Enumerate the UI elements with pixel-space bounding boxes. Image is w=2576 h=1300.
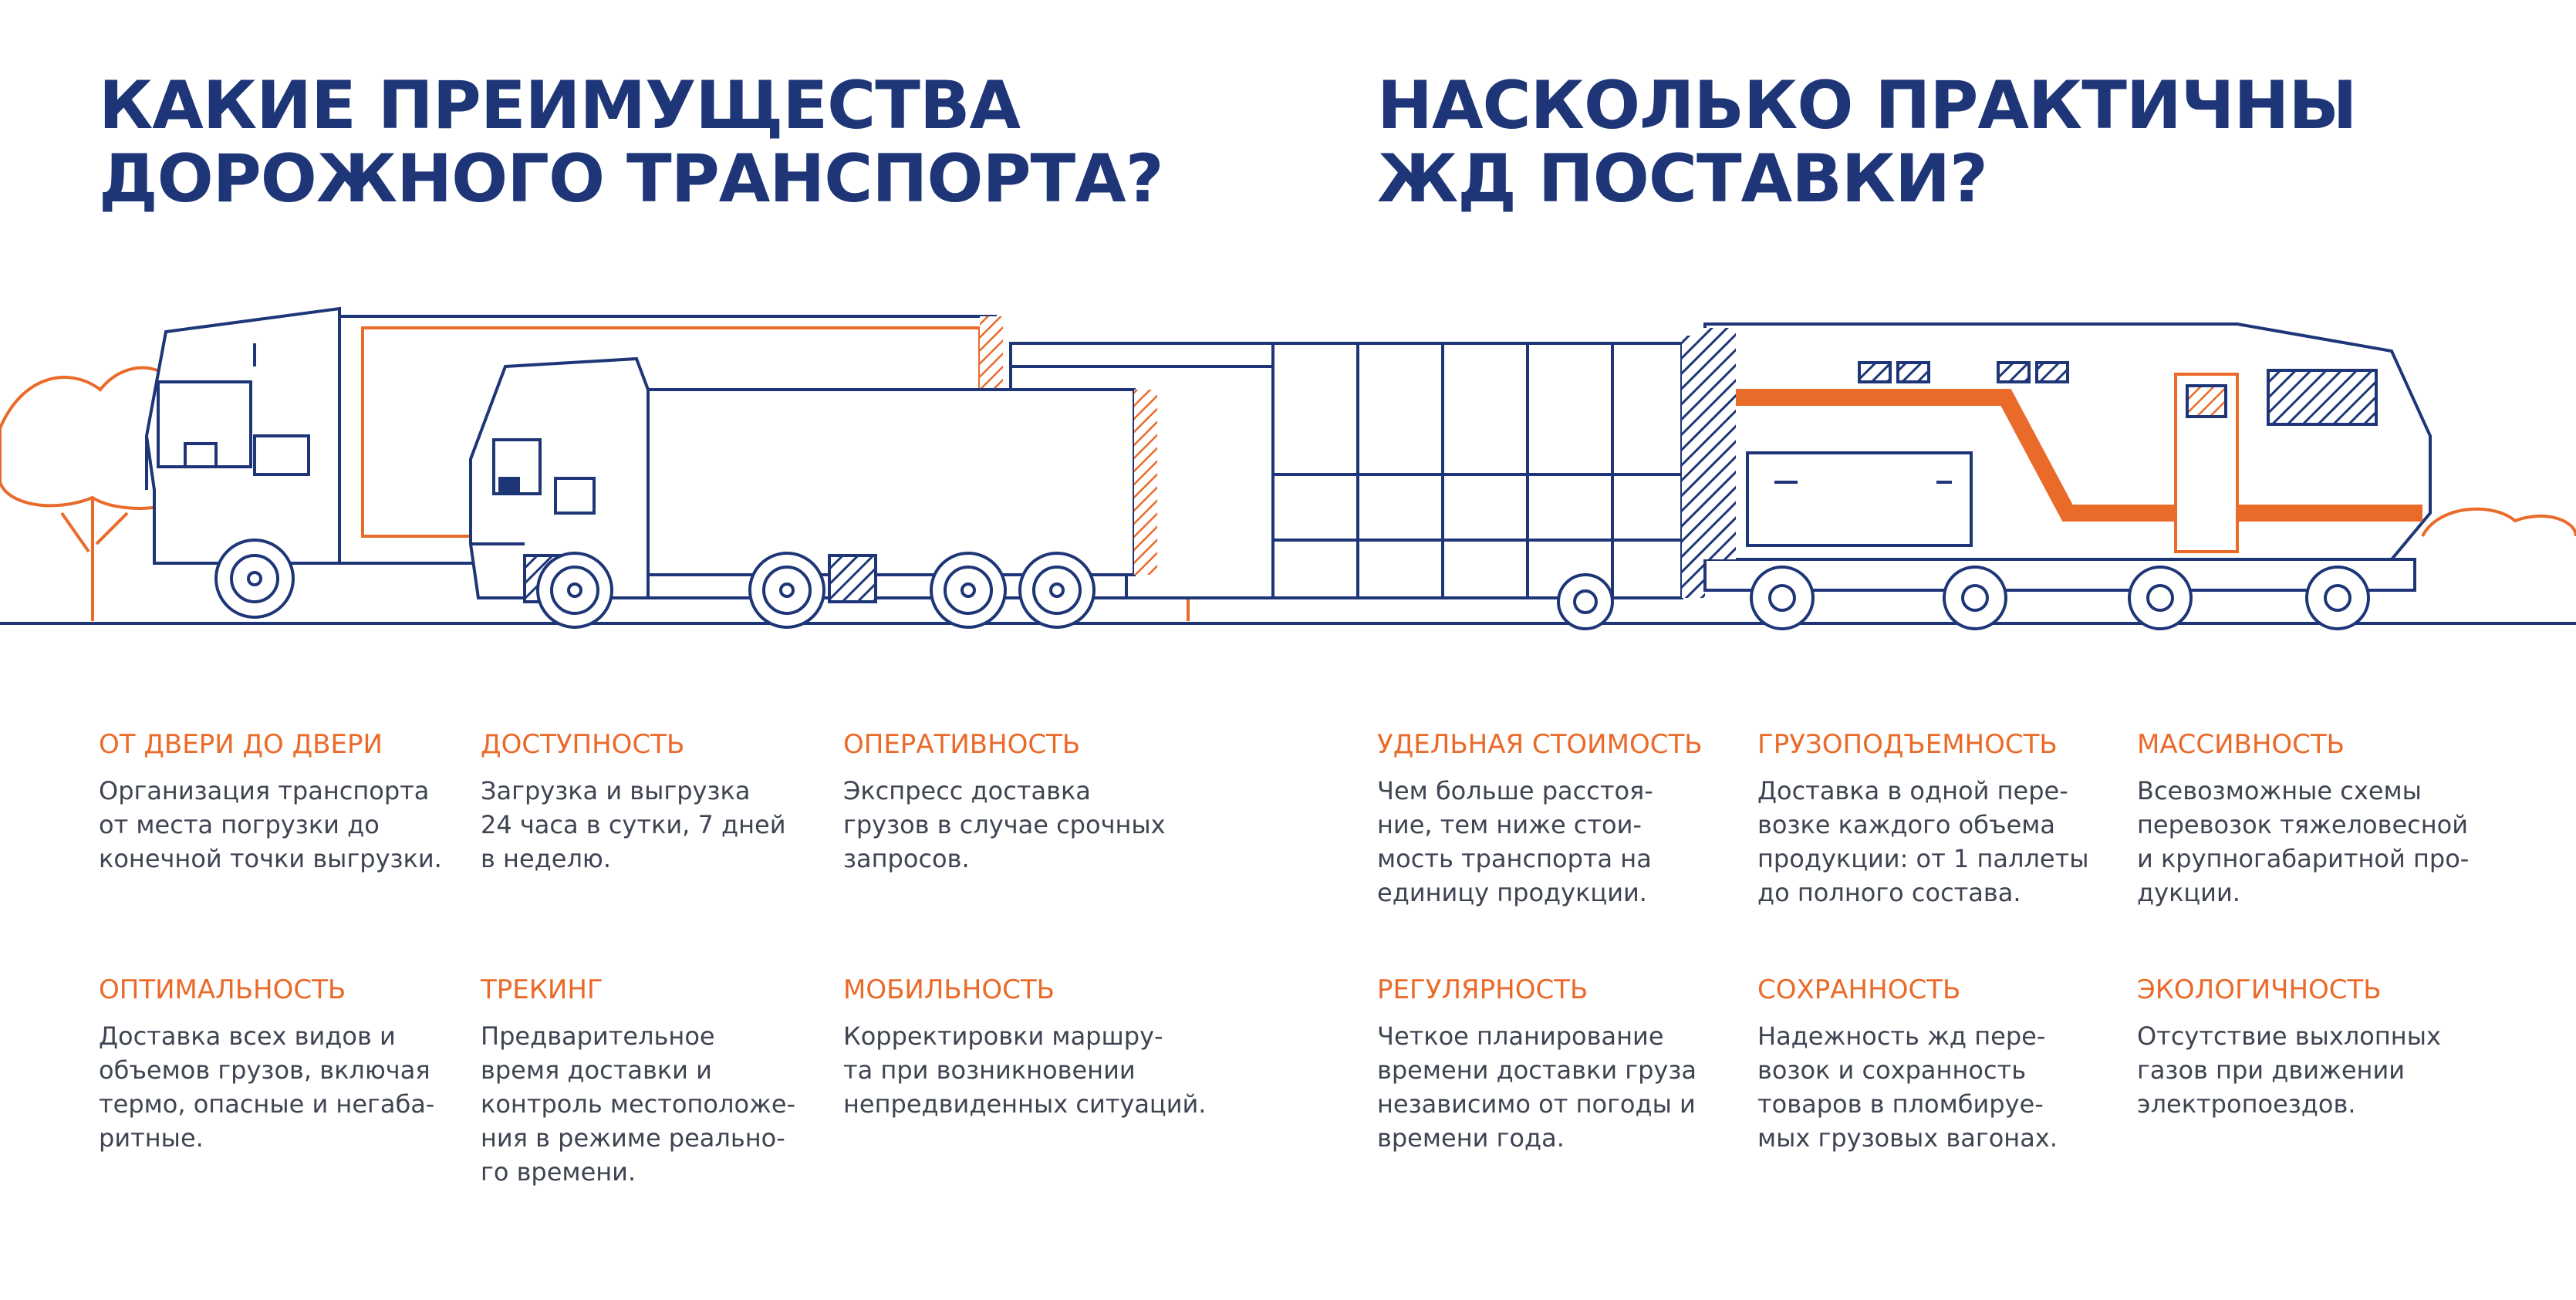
road-benefit: ТРЕКИНГ Предварительное время доставки и… [481,974,843,1189]
benefit-text-line: от места погрузки до [99,810,380,839]
benefit-text: Загрузка и выгрузка 24 часа в сутки, 7 д… [481,774,843,876]
benefit-text-line: продукции: от 1 паллеты [1757,844,2089,873]
rail-benefit: СОХРАННОСТЬ Надежность жд пере- возок и … [1757,974,2120,1155]
benefit-text-line: Организация транспорта [99,776,430,805]
front-truck-icon [469,356,1157,629]
benefit-text-line: электропоездов. [2137,1089,2356,1119]
benefit-title: ЭКОЛОГИЧНОСТЬ [2137,974,2382,1005]
benefit-title: МОБИЛЬНОСТЬ [843,974,1055,1005]
benefit-text-line: времени доставки груза [1377,1055,1697,1085]
benefit-text-line: в неделю. [481,844,612,873]
road-heading-line: КАКИЕ ПРЕИМУЩЕСТВА [99,67,1021,144]
benefit-text-line: Предварительное [481,1021,715,1051]
benefit-text-line: Отсутствие выхлопных [2137,1021,2441,1051]
benefit-text-line: ритные. [99,1123,204,1153]
bush-right-icon [2421,507,2576,537]
benefit-text: Надежность жд пере- возок и сохранность … [1757,1019,2120,1155]
road-benefit: ОПТИМАЛЬНОСТЬ Доставка всех видов и объе… [99,974,461,1155]
benefit-text-line: термо, опасные и негаба- [99,1089,435,1119]
benefit-title: ОПТИМАЛЬНОСТЬ [99,974,346,1005]
benefit-text-line: Доставка в одной пере- [1757,776,2068,805]
benefit-text-line: время доставки и [481,1055,712,1085]
benefit-text-line: газов при движении [2137,1055,2406,1085]
benefit-text-line: грузов в случае срочных [843,810,1166,839]
benefit-title: ГРУЗОПОДЪЕМНОСТЬ [1757,729,2058,760]
benefit-text-line: Загрузка и выгрузка [481,776,751,805]
benefit-text-line: возке каждого объема [1757,810,2056,839]
rail-benefit: ЭКОЛОГИЧНОСТЬ Отсутствие выхлопных газов… [2137,974,2500,1121]
locomotive-icon [1703,322,2432,630]
benefit-text-line: 24 часа в сутки, 7 дней [481,810,786,839]
benefit-text: Чем больше расстоя- ние, тем ниже стои- … [1377,774,1740,910]
benefit-text: Доставка всех видов и объемов грузов, вк… [99,1019,461,1155]
benefit-text-line: Четкое планирование [1377,1021,1664,1051]
benefit-text-line: го времени. [481,1157,636,1187]
rail-benefit: РЕГУЛЯРНОСТЬ Четкое планирование времени… [1377,974,1740,1155]
road-heading: КАКИЕ ПРЕИМУЩЕСТВА ДОРОЖНОГО ТРАНСПОРТА? [99,67,1164,218]
benefit-text-line: Экспресс доставка [843,776,1091,805]
benefit-text-line: мость транспорта на [1377,844,1652,873]
benefit-text-line: перевозок тяжеловесной [2137,810,2469,839]
benefit-text-line: запросов. [843,844,970,873]
benefit-text: Доставка в одной пере- возке каждого объ… [1757,774,2120,910]
rail-heading-line: НАСКОЛЬКО ПРАКТИЧНЫ [1377,67,2357,144]
benefit-text: Корректировки маршру- та при возникновен… [843,1019,1206,1121]
benefit-text-line: Корректировки маршру- [843,1021,1163,1051]
transport-illustration [0,306,2576,630]
benefit-text: Отсутствие выхлопных газов при движении … [2137,1019,2500,1121]
locomotive-hatch [1701,328,1736,559]
road-benefit: ОТ ДВЕРИ ДО ДВЕРИ Организация транспорта… [99,729,461,876]
road-benefit: МОБИЛЬНОСТЬ Корректировки маршру- та при… [843,974,1206,1121]
benefit-text-line: возок и сохранность [1757,1055,2027,1085]
benefit-text-line: дукции. [2137,878,2240,907]
benefit-title: ТРЕКИНГ [481,974,603,1005]
benefit-title: ОТ ДВЕРИ ДО ДВЕРИ [99,729,383,760]
benefit-text-line: контроль местоположе- [481,1089,796,1119]
benefit-text-line: непредвиденных ситуаций. [843,1089,1207,1119]
benefit-text-line: объемов грузов, включая [99,1055,430,1085]
benefit-text-line: Чем больше расстоя- [1377,776,1653,805]
benefit-text-line: мых грузовых вагонах. [1757,1123,2058,1153]
benefit-text-line: и крупногабаритной про- [2137,844,2470,873]
benefit-text-line: ние, тем ниже стои- [1377,810,1642,839]
benefit-text-line: Всевозможные схемы [2137,776,2422,805]
benefit-text: Экспресс доставка грузов в случае срочны… [843,774,1206,876]
benefit-text-line: времени года. [1377,1123,1565,1153]
benefit-text-line: Надежность жд пере- [1757,1021,2046,1051]
benefit-text-line: та при возникновении [843,1055,1136,1085]
benefit-text: Организация транспорта от места погрузки… [99,774,461,876]
benefit-text-line: ния в режиме реально- [481,1123,785,1153]
rail-heading: НАСКОЛЬКО ПРАКТИЧНЫ ЖД ПОСТАВКИ? [1377,67,2357,218]
benefit-text-line: до полного состава. [1757,878,2021,907]
benefit-text: Всевозможные схемы перевозок тяжеловесно… [2137,774,2500,910]
rail-heading-line: ЖД ПОСТАВКИ? [1377,140,1988,218]
benefit-title: ДОСТУПНОСТЬ [481,729,685,760]
benefit-text-line: независимо от погоды и [1377,1089,1696,1119]
benefit-title: УДЕЛЬНАЯ СТОИМОСТЬ [1377,729,1703,760]
rail-benefit: УДЕЛЬНАЯ СТОИМОСТЬ Чем больше расстоя- н… [1377,729,1740,910]
benefit-text: Предварительное время доставки и контрол… [481,1019,843,1189]
benefit-text-line: товаров в пломбируе- [1757,1089,2044,1119]
benefit-title: МАССИВНОСТЬ [2137,729,2345,760]
benefit-text-line: конечной точки выгрузки. [99,844,442,873]
road-heading-line: ДОРОЖНОГО ТРАНСПОРТА? [99,140,1164,218]
benefit-text: Четкое планирование времени доставки гру… [1377,1019,1740,1155]
benefit-title: РЕГУЛЯРНОСТЬ [1377,974,1588,1005]
rail-benefit: ГРУЗОПОДЪЕМНОСТЬ Доставка в одной пере- … [1757,729,2120,910]
road-benefit: ОПЕРАТИВНОСТЬ Экспресс доставка грузов в… [843,729,1206,876]
benefit-title: ОПЕРАТИВНОСТЬ [843,729,1081,760]
benefit-text-line: единицу продукции. [1377,878,1647,907]
benefit-text-line: Доставка всех видов и [99,1021,396,1051]
benefit-title: СОХРАННОСТЬ [1757,974,1961,1005]
road-benefit: ДОСТУПНОСТЬ Загрузка и выгрузка 24 часа … [481,729,843,876]
rail-benefit: МАССИВНОСТЬ Всевозможные схемы перевозок… [2137,729,2500,910]
